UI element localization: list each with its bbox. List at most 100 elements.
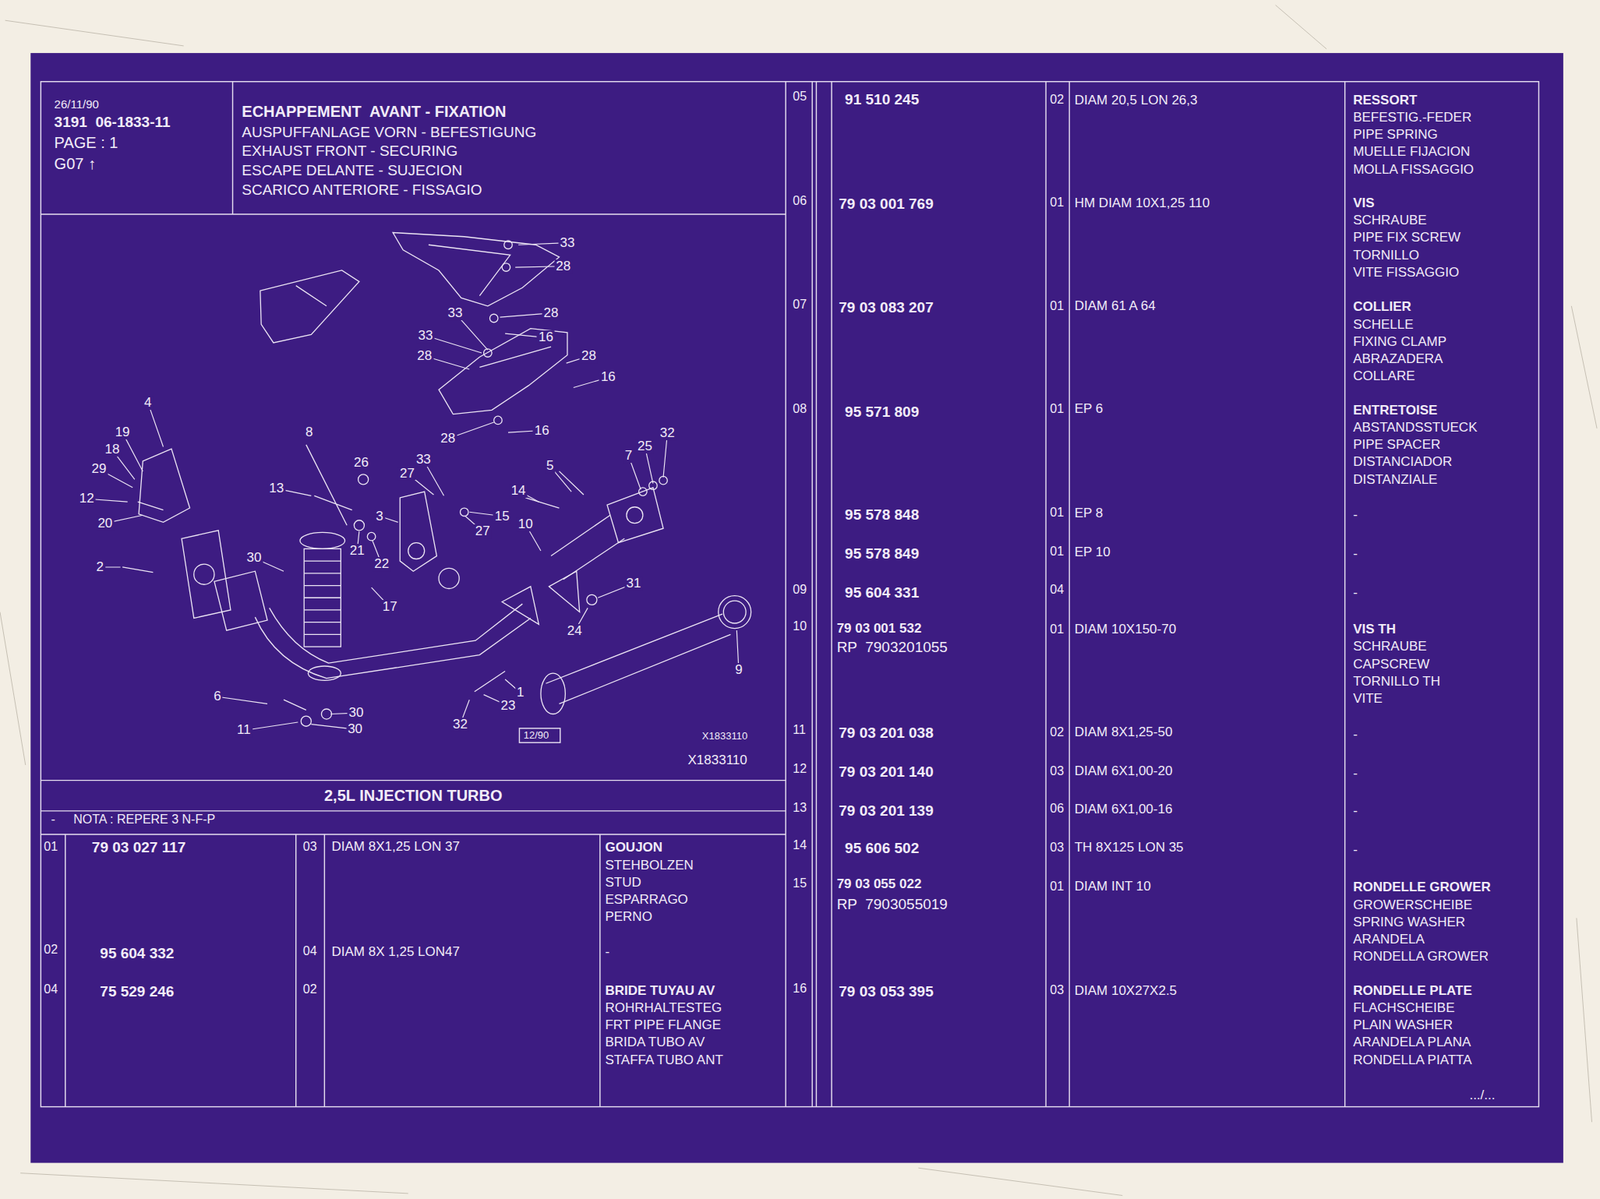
callout-number: 27 xyxy=(398,466,417,481)
table-cell: PIPE SPRING xyxy=(1352,127,1438,143)
table-cell: FIXING CLAMP xyxy=(1352,334,1447,350)
leader-line xyxy=(86,243,739,732)
table-rule xyxy=(40,81,1539,1108)
table-cell: FRT PIPE FLANGE xyxy=(604,1017,721,1034)
exhaust-illustration xyxy=(214,571,268,631)
exhaust-illustration xyxy=(639,487,647,496)
callout-number: 2 xyxy=(95,560,106,575)
callout-number: 7 xyxy=(623,448,634,463)
engine-band: 2,5L INJECTION TURBO xyxy=(40,781,786,811)
table-cell: DIAM 8X 1,25 LON47 xyxy=(332,944,460,961)
heading-translation: AUSPUFFANLAGE VORN - BEFESTIGUNG xyxy=(241,123,537,142)
part-number: 75 529 246 xyxy=(99,983,174,1001)
callout-number: 30 xyxy=(346,706,365,721)
callout-number: 9 xyxy=(733,663,744,678)
callout-number: 4 xyxy=(142,395,153,410)
callout-number: 16 xyxy=(599,370,618,385)
heading-translation: ESCAPE DELANTE - SUJECION xyxy=(241,162,463,180)
callout-number: 24 xyxy=(565,625,584,640)
callout-number: 14 xyxy=(509,483,528,499)
table-cell: HM DIAM 10X1,25 110 xyxy=(1074,195,1211,212)
callout-number: 32 xyxy=(451,717,470,732)
part-name: BRIDE TUYAU AV xyxy=(604,983,715,1000)
table-cell: 14 xyxy=(792,838,807,853)
exhaust-illustration xyxy=(545,614,731,704)
table-cell: DISTANCIADOR xyxy=(1352,454,1452,470)
sheet-title: ECHAPPEMENT AVANT - FIXATION xyxy=(241,102,506,121)
table-cell: FLACHSCHEIBE xyxy=(1352,1000,1455,1017)
sheet-reference: 26/11/90 xyxy=(54,97,223,111)
table-cell: 02 xyxy=(303,982,318,997)
table-cell: 03 xyxy=(1049,840,1064,855)
table-cell: SCHRAUBE xyxy=(1352,212,1427,229)
table-cell: 01 xyxy=(1049,544,1064,559)
table-cell: DIAM 61 A 64 xyxy=(1074,298,1156,315)
part-name: COLLIER xyxy=(1352,299,1412,315)
table-cell: CAPSCREW xyxy=(1352,656,1430,673)
table-cell: 02 xyxy=(1049,92,1064,107)
part-number: 95 578 849 xyxy=(844,545,919,563)
callout-number: 30 xyxy=(245,550,264,566)
table-cell: 01 xyxy=(1049,195,1064,210)
callout-number: 32 xyxy=(658,427,677,442)
exhaust-illustration xyxy=(367,532,375,541)
table-cell: 03 xyxy=(303,840,318,855)
callout-number: 21 xyxy=(348,543,367,559)
part-number: 79 03 201 038 xyxy=(838,724,934,742)
table-cell: ESPARRAGO xyxy=(604,892,688,908)
exhaust-illustration xyxy=(504,240,513,249)
table-cell: PERNO xyxy=(604,909,652,926)
paper-scratch xyxy=(0,5,1597,1197)
table-cell: .../... xyxy=(1469,1087,1495,1104)
table-cell: BRIDA TUBO AV xyxy=(604,1034,705,1051)
callout-number: 26 xyxy=(352,456,371,471)
table-cell: COLLARE xyxy=(1352,368,1415,385)
table-rule xyxy=(40,81,1539,1108)
part-name: ENTRETOISE xyxy=(1352,402,1438,419)
table-cell: DIAM 6X1,00-20 xyxy=(1074,763,1173,780)
heading-translation: SCARICO ANTERIORE - FISSAGIO xyxy=(241,181,482,199)
table-cell: X1833110 xyxy=(687,752,747,769)
table-cell: DIAM 8X1,25-50 xyxy=(1074,724,1173,741)
exhaust-illustration xyxy=(181,530,231,619)
part-number: 95 578 848 xyxy=(844,506,919,524)
figure-reference: X1833110 xyxy=(702,731,748,743)
exhaust-illustration xyxy=(399,491,437,572)
exhaust-illustration xyxy=(300,716,311,727)
table-cell: SPRING WASHER xyxy=(1352,914,1466,931)
table-cell: 02 xyxy=(1049,725,1064,740)
table-cell: - xyxy=(604,944,610,961)
table-cell: 15 xyxy=(792,876,807,891)
table-cell: 01 xyxy=(1049,402,1064,417)
callout-number: 33 xyxy=(445,306,464,321)
callout-number: 28 xyxy=(415,349,434,364)
exhaust-illustration xyxy=(607,487,664,544)
callout-number: 30 xyxy=(346,722,364,737)
fiche-artwork xyxy=(0,5,1597,1197)
exhaust-illustration xyxy=(122,445,584,710)
callout-number: 15 xyxy=(493,509,512,524)
table-cell: STEHBOLZEN xyxy=(604,858,693,874)
exhaust-illustration xyxy=(501,571,580,625)
exhaust-illustration xyxy=(408,543,425,560)
exhaust-illustration xyxy=(489,314,498,322)
callout-number: 27 xyxy=(473,524,492,539)
table-cell: 04 xyxy=(303,944,318,959)
table-cell: STAFFA TUBO ANT xyxy=(604,1052,723,1069)
table-cell: - xyxy=(1352,842,1358,859)
callout-number: 17 xyxy=(381,600,400,615)
exhaust-illustration xyxy=(300,532,346,549)
table-cell: 12 xyxy=(792,762,807,777)
callout-number: 16 xyxy=(536,330,555,345)
table-cell: 06 xyxy=(1049,801,1064,816)
callout-number: 11 xyxy=(235,724,253,739)
table-cell: DIAM 8X1,25 LON 37 xyxy=(332,839,460,855)
callout-number: 3 xyxy=(374,509,385,524)
table-cell: - xyxy=(1352,585,1358,601)
part-number: 79 03 201 140 xyxy=(838,763,934,781)
exhaust-illustration xyxy=(303,561,341,635)
table-cell: VITE xyxy=(1352,691,1383,707)
table-cell: ARANDELA PLANA xyxy=(1352,1034,1471,1051)
table-cell: 13 xyxy=(792,801,807,816)
table-cell: - xyxy=(1352,727,1358,743)
